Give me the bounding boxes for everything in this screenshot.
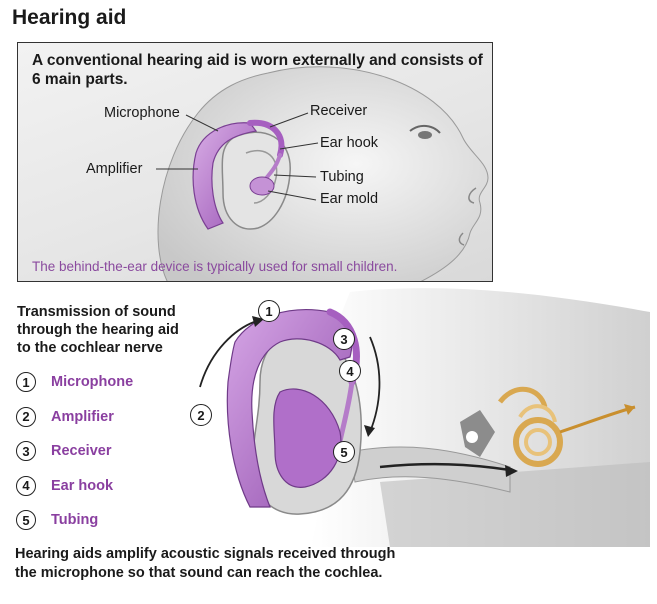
cochlea-icon — [498, 386, 563, 467]
sound-path-arrow — [199, 319, 261, 388]
legend-item: 3 Receiver — [16, 434, 133, 469]
label-ear-mold: Ear mold — [320, 191, 379, 207]
callout-2-amplifier: 2 — [190, 404, 212, 426]
legend-item: 5 Tubing — [16, 503, 133, 538]
heading-line: Transmission of sound — [17, 304, 176, 320]
transmission-heading: Transmission of sound through the hearin… — [17, 303, 179, 357]
legend-label: Ear hook — [51, 477, 114, 494]
ear-cross-section-illustration — [199, 288, 650, 547]
legend-item: 2 Amplifier — [16, 400, 133, 435]
sound-path-arrow — [379, 462, 511, 472]
callout-4-ear-hook: 4 — [339, 360, 361, 382]
label-receiver: Receiver — [310, 103, 368, 119]
step-number-badge: 1 — [16, 372, 36, 393]
footer-line: the microphone so that sound can reach t… — [15, 564, 383, 581]
step-number-badge: 2 — [16, 406, 36, 427]
legend-label: Microphone — [51, 374, 134, 391]
step-number-badge: 4 — [16, 475, 36, 496]
callout-3-receiver: 3 — [333, 328, 355, 350]
legend-label: Amplifier — [51, 408, 114, 425]
step-number-badge: 3 — [16, 441, 36, 462]
label-ear-hook: Ear hook — [320, 135, 379, 151]
callout-1-microphone: 1 — [258, 300, 280, 322]
panel-caption: The behind-the-ear device is typically u… — [32, 259, 398, 274]
legend-item: 1 Microphone — [16, 365, 133, 400]
legend-label: Tubing — [51, 512, 99, 529]
heading-line: to the cochlear nerve — [17, 340, 163, 356]
child-head-illustration — [156, 66, 489, 281]
intro-text: A conventional hearing aid is worn exter… — [32, 52, 483, 88]
label-microphone: Microphone — [104, 105, 180, 121]
label-amplifier: Amplifier — [86, 161, 143, 177]
legend-item: 4 Ear hook — [16, 469, 133, 504]
step-legend: 1 Microphone 2 Amplifier 3 Receiver 4 Ea… — [16, 365, 133, 538]
heading-line: through the hearing aid — [17, 322, 179, 338]
label-tubing: Tubing — [320, 169, 364, 185]
callout-5-tubing: 5 — [333, 441, 355, 463]
child-illustration-panel: A conventional hearing aid is worn exter… — [17, 42, 493, 282]
step-number-badge: 5 — [16, 510, 36, 531]
page-title: Hearing aid — [12, 6, 127, 29]
legend-label: Receiver — [51, 443, 112, 460]
footer-text: Hearing aids amplify acoustic signals re… — [15, 545, 485, 582]
sound-path-arrow — [369, 336, 381, 433]
footer-line: Hearing aids amplify acoustic signals re… — [15, 546, 396, 562]
